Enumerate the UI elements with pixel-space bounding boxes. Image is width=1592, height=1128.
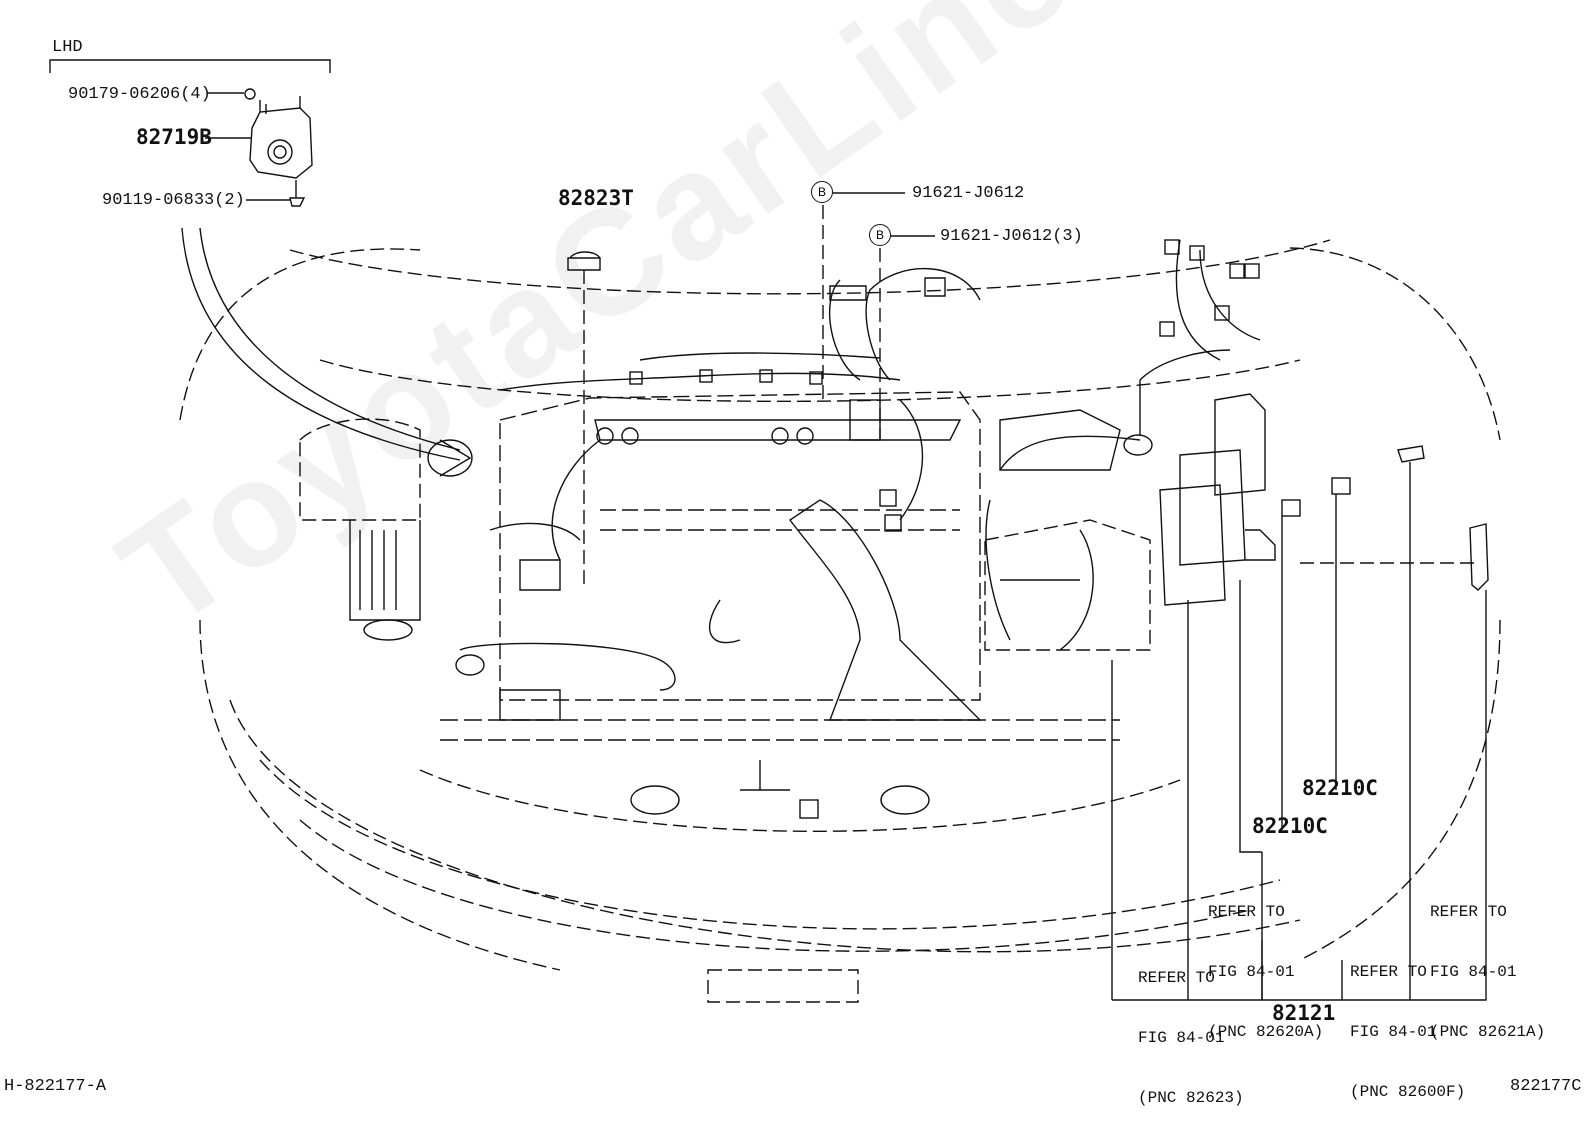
right-leaders xyxy=(1111,462,1487,1001)
refer-note-82620A-line3: (PNC 82620A) xyxy=(1208,1023,1324,1041)
grommet-82823T-drawing xyxy=(567,251,601,271)
refer-note-82621A-line1: REFER TO xyxy=(1430,903,1507,921)
refer-note-82600F-line3: (PNC 82600F) xyxy=(1350,1083,1466,1101)
b-marker-2: B xyxy=(869,224,891,246)
refer-note-82623-line2: FIG 84-01 xyxy=(1138,1029,1225,1047)
right-clips xyxy=(1281,445,1489,591)
callout-82719B: 82719B xyxy=(136,125,212,149)
refer-note-82621A-line3: (PNC 82621A) xyxy=(1430,1023,1546,1041)
callout-82210C-lower: 82210C xyxy=(1252,814,1328,838)
refer-note-82600F: REFER TO FIG 84-01 (PNC 82600F) xyxy=(1350,922,1465,1122)
refer-note-82620A-line1: REFER TO xyxy=(1208,903,1285,921)
refer-note-82620A-line2: FIG 84-01 xyxy=(1208,963,1295,981)
refer-note-82623: REFER TO FIG 84-01 (PNC 82623) xyxy=(1138,928,1244,1128)
callout-91621-J0612: 91621-J0612 xyxy=(912,184,1025,203)
callout-82823T: 82823T xyxy=(558,186,634,210)
refer-note-82600F-line1: REFER TO xyxy=(1350,963,1427,981)
callout-90179-06206: 90179-06206(4) xyxy=(68,85,211,104)
b-marker-1: B xyxy=(811,181,833,203)
callout-82210C-upper: 82210C xyxy=(1302,776,1378,800)
front-plate-recess xyxy=(707,969,859,1003)
engine-bay-wiring-diagram xyxy=(49,59,1501,1003)
vehicle-body-outline xyxy=(179,239,1501,971)
lhd-label: LHD xyxy=(52,38,83,57)
refer-note-82621A: REFER TO FIG 84-01 (PNC 82621A) xyxy=(1430,862,1545,1062)
footer-left-code: H-822177-A xyxy=(4,1077,107,1096)
refer-note-82600F-line2: FIG 84-01 xyxy=(1350,1023,1437,1041)
lhd-bracket-line xyxy=(49,59,331,73)
footer-right-code: 822177C xyxy=(1510,1077,1582,1096)
refer-note-82623-line1: REFER TO xyxy=(1138,969,1215,987)
refer-note-82623-line3: (PNC 82623) xyxy=(1138,1089,1244,1107)
engine-wire-harness xyxy=(489,239,1261,651)
front-cross-member xyxy=(440,719,1120,819)
right-side-components xyxy=(984,380,1276,651)
lhd-location-arrow xyxy=(181,227,461,461)
screw-90119-drawing xyxy=(289,180,306,207)
callout-82121: 82121 xyxy=(1272,1001,1336,1025)
engine-block xyxy=(499,391,982,721)
refer-note-82621A-line2: FIG 84-01 xyxy=(1430,963,1517,981)
bracket-82719B-drawing xyxy=(244,88,313,179)
callout-91621-J0612-3: 91621-J0612(3) xyxy=(940,227,1083,246)
callout-90119-06833: 90119-06833(2) xyxy=(102,191,245,210)
left-side-components xyxy=(299,418,676,721)
refer-note-82620A: REFER TO FIG 84-01 (PNC 82620A) xyxy=(1208,862,1323,1062)
